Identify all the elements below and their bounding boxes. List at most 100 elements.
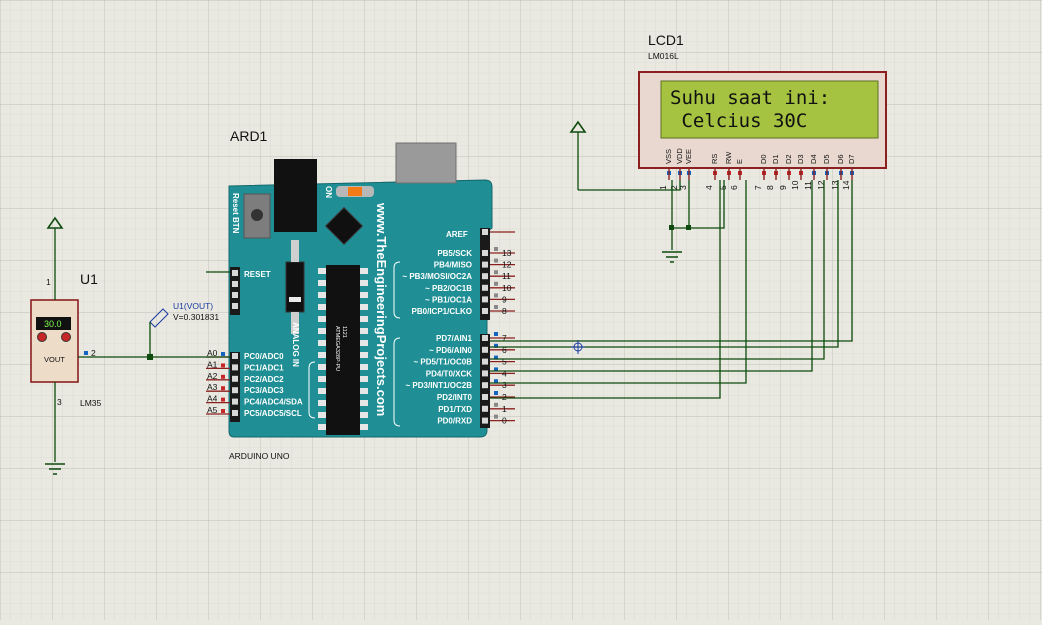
digital-pin-num: 13 bbox=[502, 248, 512, 258]
digital-pin-num: 12 bbox=[502, 260, 512, 270]
arduino-component[interactable]: ARD1 ARDUINO UNO Reset BTN ON ATMEGA328P… bbox=[206, 128, 515, 461]
digital-pin-num: 2 bbox=[502, 392, 507, 402]
lcd-component[interactable]: LCD1 LM016L Suhu saat ini: Celcius 30C V… bbox=[638, 32, 887, 190]
digital-pin-socket bbox=[482, 284, 488, 291]
on-label: ON bbox=[324, 186, 333, 198]
analog-pin-socket bbox=[232, 375, 238, 382]
digital-pin-label: PD0/RXD bbox=[437, 417, 472, 426]
analog-pin-label: PC1/ADC1 bbox=[244, 363, 284, 372]
analog-pin-num: A0 bbox=[207, 348, 218, 358]
sensor-ground-terminal bbox=[45, 382, 65, 475]
crosshair-cursor-icon bbox=[571, 340, 585, 354]
lcd-pin-num: 7 bbox=[753, 185, 763, 190]
analog-pin-num: A4 bbox=[207, 394, 218, 404]
digital-pin-label: PD2/INT0 bbox=[437, 393, 473, 402]
lcd-pin-name-rw: RW bbox=[724, 151, 733, 164]
reset-header-pins bbox=[232, 270, 238, 309]
digital-pin-label: ~ PB3/MOSI/OC2A bbox=[402, 272, 472, 281]
probe-name: U1(VOUT) bbox=[173, 301, 213, 311]
digital-pin-socket bbox=[482, 405, 488, 412]
lcd-pin-name-e: E bbox=[735, 159, 744, 164]
mcu-chip-number: 1121 bbox=[341, 326, 347, 338]
analog-pin-socket bbox=[232, 410, 238, 416]
analog-pin-num: A5 bbox=[207, 405, 218, 415]
lcd-pin-num: 14 bbox=[841, 180, 851, 190]
reset-btn-label: Reset BTN bbox=[231, 193, 240, 234]
sensor-body bbox=[30, 299, 79, 383]
probe-value: V=0.301831 bbox=[173, 312, 219, 322]
lcd-pin-num: 3 bbox=[678, 185, 688, 190]
digital-header-bottom bbox=[480, 334, 490, 428]
digital-pin-num: 1 bbox=[502, 404, 507, 414]
wire-rs bbox=[490, 180, 721, 399]
sensor-button-down[interactable] bbox=[37, 332, 47, 342]
lcd-pin-num: 9 bbox=[778, 185, 788, 190]
analog-pin-label: PC5/ADC5/SCL bbox=[244, 409, 302, 418]
digital-pin-socket bbox=[482, 308, 488, 314]
lcd-pin-name-d0: D0 bbox=[759, 154, 768, 164]
digital-pin-label: ~ PB1/OC1A bbox=[425, 295, 472, 304]
analog-header bbox=[230, 352, 240, 422]
power-jack bbox=[274, 159, 317, 232]
voltage-probe[interactable]: U1(VOUT) V=0.301831 bbox=[149, 301, 219, 357]
wire-d4 bbox=[490, 180, 813, 372]
lcd-pin-name-d7: D7 bbox=[847, 154, 856, 164]
digital-pin-label: PB0/ICP1/CLKO bbox=[412, 307, 472, 316]
digital-pin-num: 11 bbox=[502, 271, 511, 281]
lcd-power-terminal bbox=[569, 120, 681, 191]
digital-pin-socket bbox=[482, 250, 488, 256]
analog-pin-label: PC0/ADC0 bbox=[244, 352, 284, 361]
analog-pin-label: PC2/ADC2 bbox=[244, 375, 284, 384]
lcd-pin-name-d4: D4 bbox=[809, 154, 818, 164]
lcd-pin-group: VSS1VDD2VEE3RS4RW5E6D07D18D29D310D411D51… bbox=[658, 148, 856, 190]
website-label: www.TheEngineeringProjects.com bbox=[374, 202, 389, 416]
lcd-pin-num: 6 bbox=[729, 185, 739, 190]
analog-pin-num: A2 bbox=[207, 371, 218, 381]
reset-button-cap bbox=[251, 209, 263, 221]
on-led bbox=[348, 187, 362, 196]
lcd-pin-num: 13 bbox=[830, 180, 840, 190]
lcd-pin-num: 10 bbox=[790, 180, 800, 190]
digital-pin-socket bbox=[482, 382, 488, 389]
lcd-pin-num: 4 bbox=[704, 185, 714, 190]
lcd-pin-num: 1 bbox=[658, 185, 668, 190]
wire-d7 bbox=[490, 180, 853, 342]
usb-connector bbox=[395, 142, 457, 184]
digital-pin-label: ~ PD3/INT1/OC2B bbox=[406, 381, 473, 390]
sensor-pin3-num: 3 bbox=[57, 397, 62, 407]
analog-pin-label: PC4/ADC4/SDA bbox=[244, 398, 303, 407]
digital-pin-socket bbox=[482, 394, 488, 400]
sensor-pin2-num: 2 bbox=[91, 348, 96, 358]
digital-pin-socket bbox=[482, 273, 488, 280]
digital-pin-label: PD1/TXD bbox=[438, 405, 472, 414]
wire-d5 bbox=[490, 180, 825, 360]
digital-pin-socket bbox=[482, 261, 488, 268]
lm35-sensor[interactable]: U1 LM35 30.0 VOUT 1 2 3 bbox=[30, 271, 102, 408]
digital-pin-num: 0 bbox=[502, 416, 507, 426]
sensor-pin1-num: 1 bbox=[46, 277, 51, 287]
analog-pin-socket bbox=[232, 387, 238, 394]
lcd-pin-name-vss: VSS bbox=[664, 149, 673, 164]
digital-pin-num: 8 bbox=[502, 306, 507, 316]
digital-pin-socket bbox=[482, 358, 488, 365]
analog-in-label: ANALOG IN bbox=[291, 322, 300, 367]
sensor-button-up[interactable] bbox=[61, 332, 71, 342]
lcd-pin-name-rs: RS bbox=[710, 154, 719, 164]
lcd-pin-num: 11 bbox=[803, 181, 813, 190]
lcd-pin-name-d2: D2 bbox=[784, 154, 793, 164]
analog-pin-num: A1 bbox=[207, 359, 218, 369]
lcd-pin-num: 12 bbox=[816, 180, 826, 190]
digital-pin-socket bbox=[482, 417, 488, 424]
mcu-legs bbox=[318, 268, 368, 430]
digital-pin-num: 9 bbox=[502, 294, 507, 304]
lcd-pin-num: 8 bbox=[765, 185, 775, 190]
digital-pin-label: PB4/MISO bbox=[434, 261, 472, 270]
digital-pin-label: ~ PB2/OC1B bbox=[425, 284, 472, 293]
sensor-ref-label: U1 bbox=[80, 271, 98, 287]
reset-header bbox=[230, 267, 240, 315]
lcd-model-label: LM016L bbox=[648, 51, 679, 61]
lcd-pin-name-d3: D3 bbox=[796, 154, 805, 164]
lcd-line-2: Celcius 30C bbox=[670, 110, 807, 132]
